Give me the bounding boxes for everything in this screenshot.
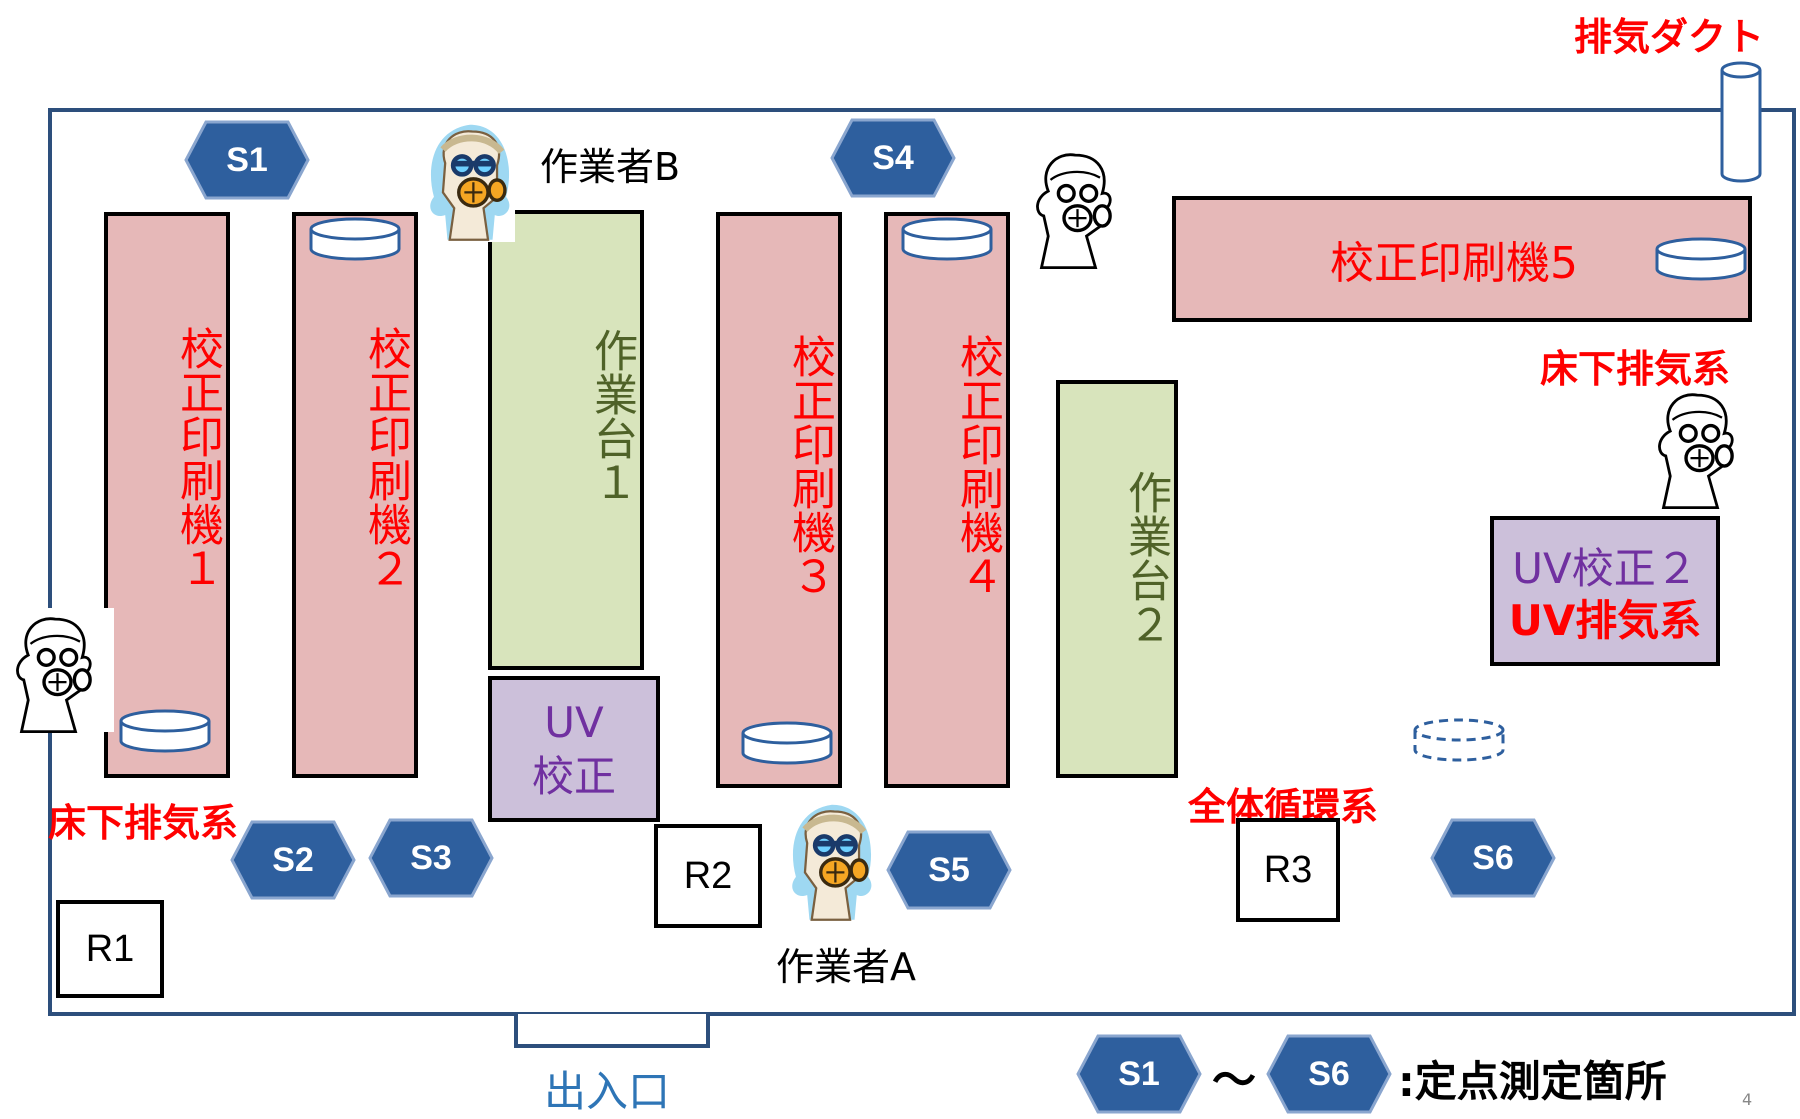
legend-s6-marker: S6 [1266, 1034, 1392, 1114]
worker-a-icon [776, 798, 888, 922]
worker-a-label: 作業者A [776, 945, 916, 989]
uv-proof-unit-1-line1: UV [544, 698, 604, 747]
uv-proof-unit-1-line2: 校正 [531, 752, 616, 801]
proof-press-4-label: 校正印刷機４ [952, 334, 1003, 598]
uv-proof-unit-1[interactable]: UV 校正 [488, 676, 660, 822]
sampling-point-s2[interactable]: S2 [230, 820, 356, 900]
uv-proof-unit-2[interactable]: UV校正２ UV排気系 [1490, 516, 1720, 666]
sampling-point-label: S3 [410, 838, 452, 877]
work-table-2-label: 作業台２ [1120, 470, 1171, 646]
legend-from-label: S1 [1118, 1054, 1160, 1093]
sampling-point-s1[interactable]: S1 [184, 120, 310, 200]
proof-press-5[interactable]: 校正印刷機5 [1172, 196, 1752, 322]
entrance-door[interactable] [514, 1014, 710, 1048]
work-table-2[interactable]: 作業台２ [1056, 380, 1178, 778]
proof-press-3-label: 校正印刷機３ [784, 334, 835, 598]
uv-proof-unit-2-line1: UV校正２ [1512, 544, 1698, 593]
proof-press-4[interactable]: 校正印刷機４ [884, 212, 1010, 788]
exhaust-duct-icon [1720, 61, 1762, 183]
gas-mask-worker-icon [1028, 146, 1118, 270]
work-table-1[interactable]: 作業台１ [488, 210, 644, 670]
room-point-r1[interactable]: R1 [56, 900, 164, 998]
sampling-point-label: S5 [928, 850, 970, 889]
gas-mask-worker-icon [1650, 386, 1740, 510]
sampling-point-label: S4 [872, 138, 914, 177]
page-number: 4 [1742, 1090, 1753, 1109]
proof-press-3[interactable]: 校正印刷機３ [716, 212, 842, 788]
room-point-r2[interactable]: R2 [654, 824, 762, 928]
exhaust-cylinder-icon [118, 708, 212, 754]
gas-mask-worker-icon [8, 610, 98, 734]
exhaust-duct-label: 排気ダクト [1574, 15, 1765, 59]
underfloor-exhaust-label-right: 床下排気系 [1540, 347, 1731, 391]
work-table-1-label: 作業台１ [586, 328, 637, 504]
sampling-point-label: S6 [1472, 838, 1514, 877]
worker-b-label: 作業者B [540, 145, 681, 189]
worker-b-icon [414, 118, 526, 242]
proof-press-5-label: 校正印刷機5 [1330, 238, 1578, 289]
sampling-point-s6[interactable]: S6 [1430, 818, 1556, 898]
sampling-point-label: S2 [272, 840, 314, 879]
legend-description: :定点測定箇所 [1398, 1057, 1667, 1106]
sampling-point-label: S1 [226, 140, 268, 179]
proof-press-1-label: 校正印刷機１ [172, 326, 223, 590]
proof-press-2-label: 校正印刷機２ [360, 326, 411, 590]
sampling-point-s4[interactable]: S4 [830, 118, 956, 198]
proof-press-2[interactable]: 校正印刷機２ [292, 212, 418, 778]
exhaust-cylinder-icon [1654, 236, 1748, 282]
underfloor-exhaust-label-left: 床下排気系 [48, 801, 239, 845]
uv-exhaust-label: UV排気系 [1508, 596, 1702, 645]
recirculation-intake-icon [1413, 718, 1505, 762]
exhaust-cylinder-icon [900, 216, 994, 262]
room-outline [48, 108, 1796, 1016]
proof-press-1[interactable]: 校正印刷機１ [104, 212, 230, 778]
legend-s1-marker: S1 [1076, 1034, 1202, 1114]
exhaust-cylinder-icon [308, 216, 402, 262]
legend-tilde: ～ [1212, 1055, 1256, 1106]
entrance-label: 出入口 [544, 1067, 671, 1116]
exhaust-cylinder-icon [740, 720, 834, 766]
legend-to-label: S6 [1308, 1054, 1350, 1093]
sampling-point-s5[interactable]: S5 [886, 830, 1012, 910]
sampling-point-s3[interactable]: S3 [368, 818, 494, 898]
room-point-r3[interactable]: R3 [1236, 818, 1340, 922]
